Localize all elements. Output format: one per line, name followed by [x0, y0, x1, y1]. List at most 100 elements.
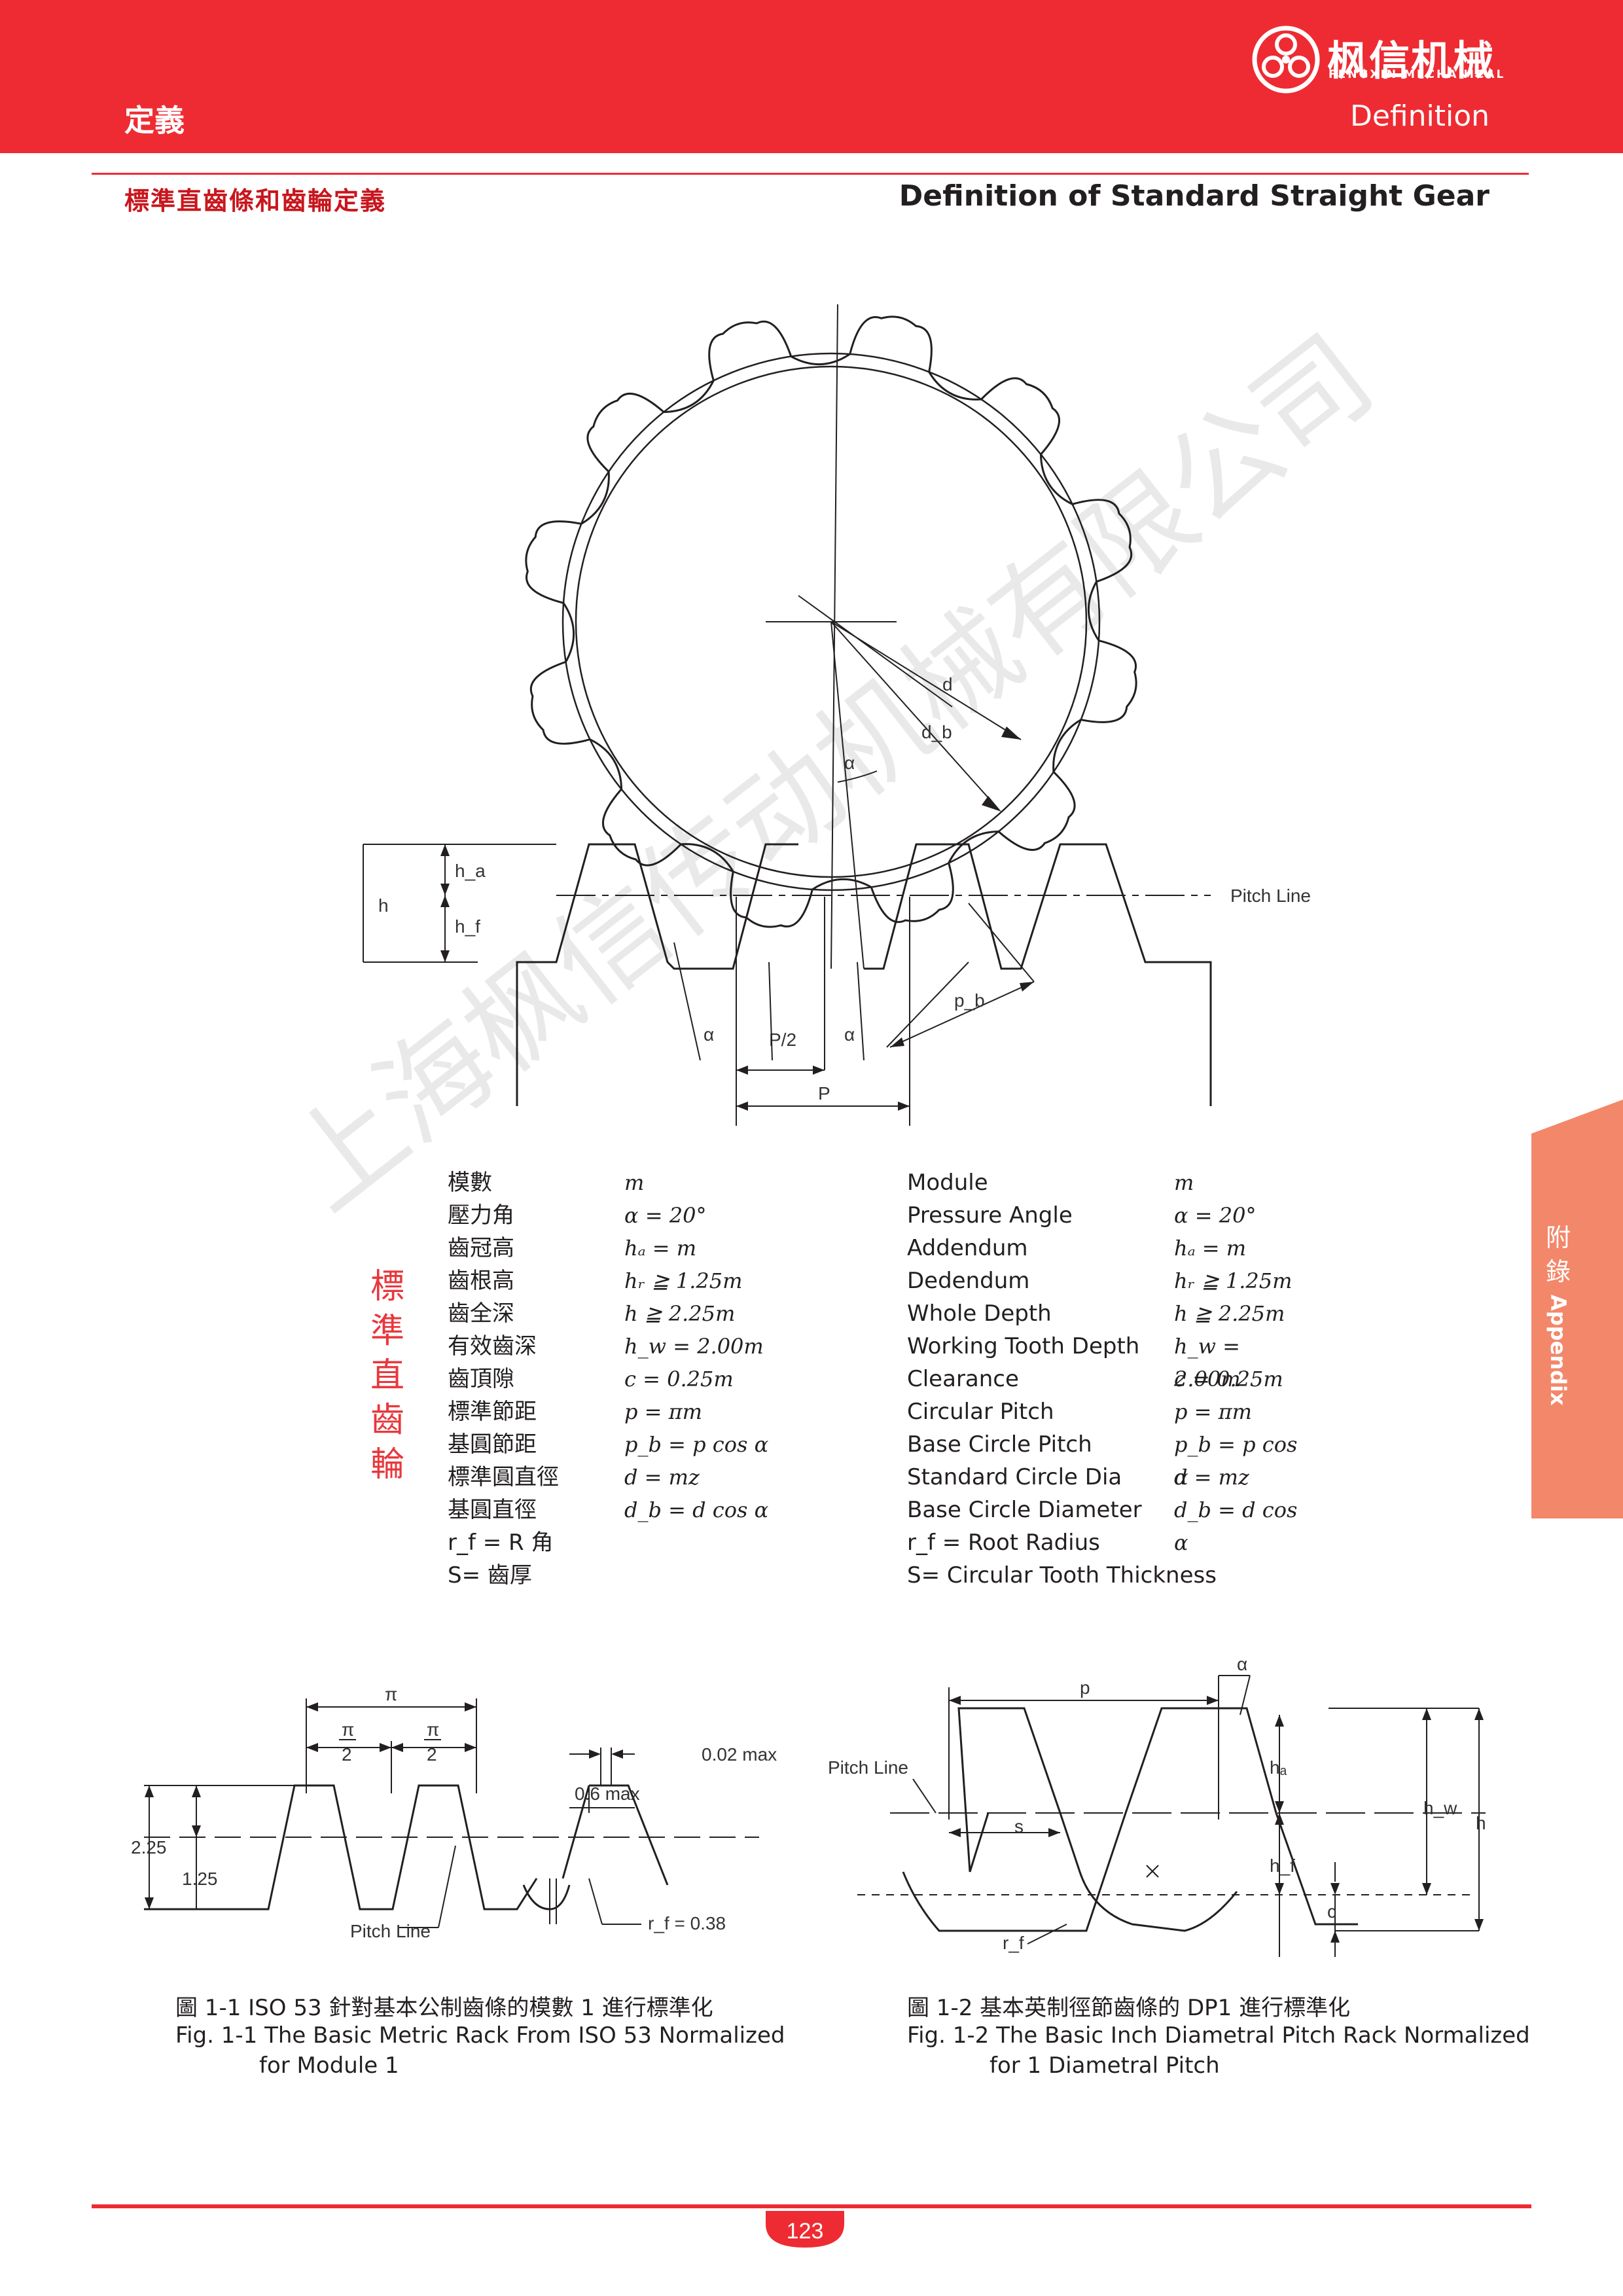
section-title-en: Definition [1349, 99, 1489, 133]
definition-term-cn: 齒根高 [448, 1268, 514, 1294]
side-tab-label-cn2: 錄 [1546, 1257, 1571, 1286]
vertical-title: 標準直齒輪 [370, 1265, 410, 1487]
definition-term-cn: 標準圓直徑 [448, 1464, 559, 1490]
fig2-c-label: c [1327, 1901, 1336, 1922]
definition-term-cn: 標準節距 [448, 1399, 537, 1425]
fig2-hw-label: h_w [1423, 1798, 1457, 1818]
fig2-ha-label: hₐ [1270, 1757, 1287, 1778]
fig1-225-label: 2.25 [131, 1837, 167, 1857]
definition-term-cn: 齒頂隙 [448, 1366, 514, 1392]
definition-formula-en: p_b = p cos α [1174, 1432, 1298, 1490]
page-number-badge: 123 [766, 2211, 844, 2248]
hf-label: h_f [455, 916, 480, 937]
footer-rule [92, 2204, 1531, 2208]
fig1-125-label: 1.25 [182, 1869, 218, 1889]
title-divider [92, 173, 1529, 175]
section-title-cn: 定義 [124, 103, 185, 138]
definition-formula-cn: h ≧ 2.25m [624, 1301, 736, 1326]
side-tab-label-cn1: 附 [1546, 1223, 1571, 1252]
fig2-caption-en-2: for 1 Diametral Pitch [990, 2053, 1220, 2079]
definition-term-en: Dedendum [907, 1268, 1030, 1294]
vertical-title-char: 輪 [370, 1445, 405, 1484]
definition-term-en: S= Circular Tooth Thickness [907, 1562, 1217, 1588]
fig2-rf-label: r_f [1003, 1933, 1024, 1953]
page-title-cn: 標準直齒條和齒輪定義 [124, 187, 387, 215]
appendix-tab[interactable] [1531, 1100, 1623, 1518]
pitch-line-label: Pitch Line [1230, 886, 1311, 906]
header-bar [0, 0, 1623, 153]
definition-term-cn: 壓力角 [448, 1202, 514, 1229]
fig2-p-label: p [1080, 1677, 1090, 1698]
d-label: d [942, 674, 953, 694]
definition-term-en: Addendum [907, 1235, 1028, 1261]
fig2-h-label: h [1476, 1813, 1486, 1833]
fig2-caption-en-1: Fig. 1-2 The Basic Inch Diametral Pitch … [907, 2022, 1530, 2049]
definition-formula-cn: α = 20° [624, 1203, 707, 1228]
definition-formula-cn: hᵣ ≧ 1.25m [624, 1268, 743, 1293]
fig1-two-label-2: 2 [427, 1744, 437, 1765]
fig1-caption-cn: 圖 1-1 ISO 53 針對基本公制齒條的模數 1 進行標準化 [175, 1995, 713, 2021]
vertical-title-char: 直 [370, 1356, 405, 1395]
vertical-title-char: 準 [370, 1312, 405, 1351]
definition-formula-en: hᵣ ≧ 1.25m [1174, 1268, 1293, 1293]
vertical-title-char: 齒 [370, 1401, 405, 1440]
gear-rack-diagram: d d_b α Pitch Line h h_a h_f P/2 P α α p… [363, 304, 1311, 1126]
definition-term-en: Pressure Angle [907, 1202, 1073, 1229]
definition-formula-en: p = πm [1174, 1399, 1253, 1424]
definition-term-en: Circular Pitch [907, 1399, 1054, 1425]
db-label: d_b [921, 722, 952, 742]
definition-formula-cn: p_b = p cos α [624, 1432, 769, 1457]
alpha-label-right: α [844, 1024, 855, 1045]
definition-formula-en: α = 20° [1174, 1203, 1257, 1228]
fig2-rack-profile [902, 1707, 1358, 1932]
alpha-label-left: α [704, 1024, 714, 1045]
logo-subtitle: FENGXIN MECHANICAL [1329, 68, 1506, 81]
definition-term-cn: S= 齒厚 [448, 1562, 532, 1588]
definition-term-cn: 基圓節距 [448, 1431, 537, 1458]
fig1-metric-rack: 2.25 1.25 π π 2 π 2 0.02 max 0.6 max r_f… [131, 1684, 777, 1941]
fig2-pitch-line-label: Pitch Line [828, 1757, 908, 1778]
fig1-two-label-1: 2 [342, 1744, 352, 1765]
definition-term-en: Module [907, 1170, 988, 1196]
fig1-pitch-line-label: Pitch Line [350, 1921, 431, 1941]
definition-term-cn: 有效齒深 [448, 1333, 537, 1359]
definition-formula-cn: m [624, 1170, 645, 1195]
definition-term-en: Clearance [907, 1366, 1019, 1392]
definition-term-cn: 基圓直徑 [448, 1497, 537, 1523]
logo-text: 枫信机械 [1327, 37, 1495, 84]
definition-term-en: Whole Depth [907, 1300, 1052, 1327]
fig1-caption-en-1: Fig. 1-1 The Basic Metric Rack From ISO … [175, 2022, 785, 2049]
fig2-alpha-label: α [1237, 1654, 1247, 1674]
alpha-label-top: α [844, 753, 855, 773]
fig2-caption-cn: 圖 1-2 基本英制徑節齒條的 DP1 進行標準化 [907, 1995, 1351, 2021]
definition-term-en: Working Tooth Depth [907, 1333, 1140, 1359]
definition-formula-en: h ≧ 2.25m [1174, 1301, 1285, 1326]
definition-formula-cn: hₐ = m [624, 1236, 697, 1261]
fig1-max06-label: 0.6 max [575, 1784, 640, 1804]
p-label: P [818, 1083, 830, 1103]
fig2-s-label: s [1014, 1816, 1024, 1837]
definition-term-cn: r_f = R 角 [448, 1530, 554, 1556]
definition-formula-en: h_w = 2.00m [1174, 1334, 1241, 1391]
definition-formula-cn: h_w = 2.00m [624, 1334, 764, 1359]
definition-formula-cn: d_b = d cos α [624, 1498, 769, 1522]
page-title-en: Definition of Standard Straight Gear [899, 179, 1489, 213]
fig1-pi-half-label-1: π [342, 1719, 354, 1740]
definition-formula-en: hₐ = m [1174, 1236, 1247, 1261]
fig1-caption-en-2: for Module 1 [259, 2053, 399, 2079]
definition-formula-cn: c = 0.25m [624, 1367, 734, 1391]
definition-term-cn: 齒全深 [448, 1300, 514, 1327]
fig1-pi-label: π [385, 1684, 397, 1704]
definition-term-en: r_f = Root Radius [907, 1530, 1100, 1556]
definition-formula-en: d = mz [1174, 1465, 1249, 1490]
definition-formula-en: c = 0.25m [1174, 1367, 1283, 1391]
fig1-rack-profile [144, 1784, 538, 1910]
p-half-label: P/2 [769, 1030, 796, 1050]
definition-term-cn: 齒冠高 [448, 1235, 514, 1261]
definition-term-en: Base Circle Diameter [907, 1497, 1142, 1523]
h-label: h [378, 895, 389, 916]
fig2-inch-rack: p α s Pitch Line hₐ h_f h_w h c r_f [828, 1654, 1486, 1957]
gear-logo-icon [1252, 26, 1320, 94]
definition-term-cn: 模數 [448, 1170, 492, 1196]
